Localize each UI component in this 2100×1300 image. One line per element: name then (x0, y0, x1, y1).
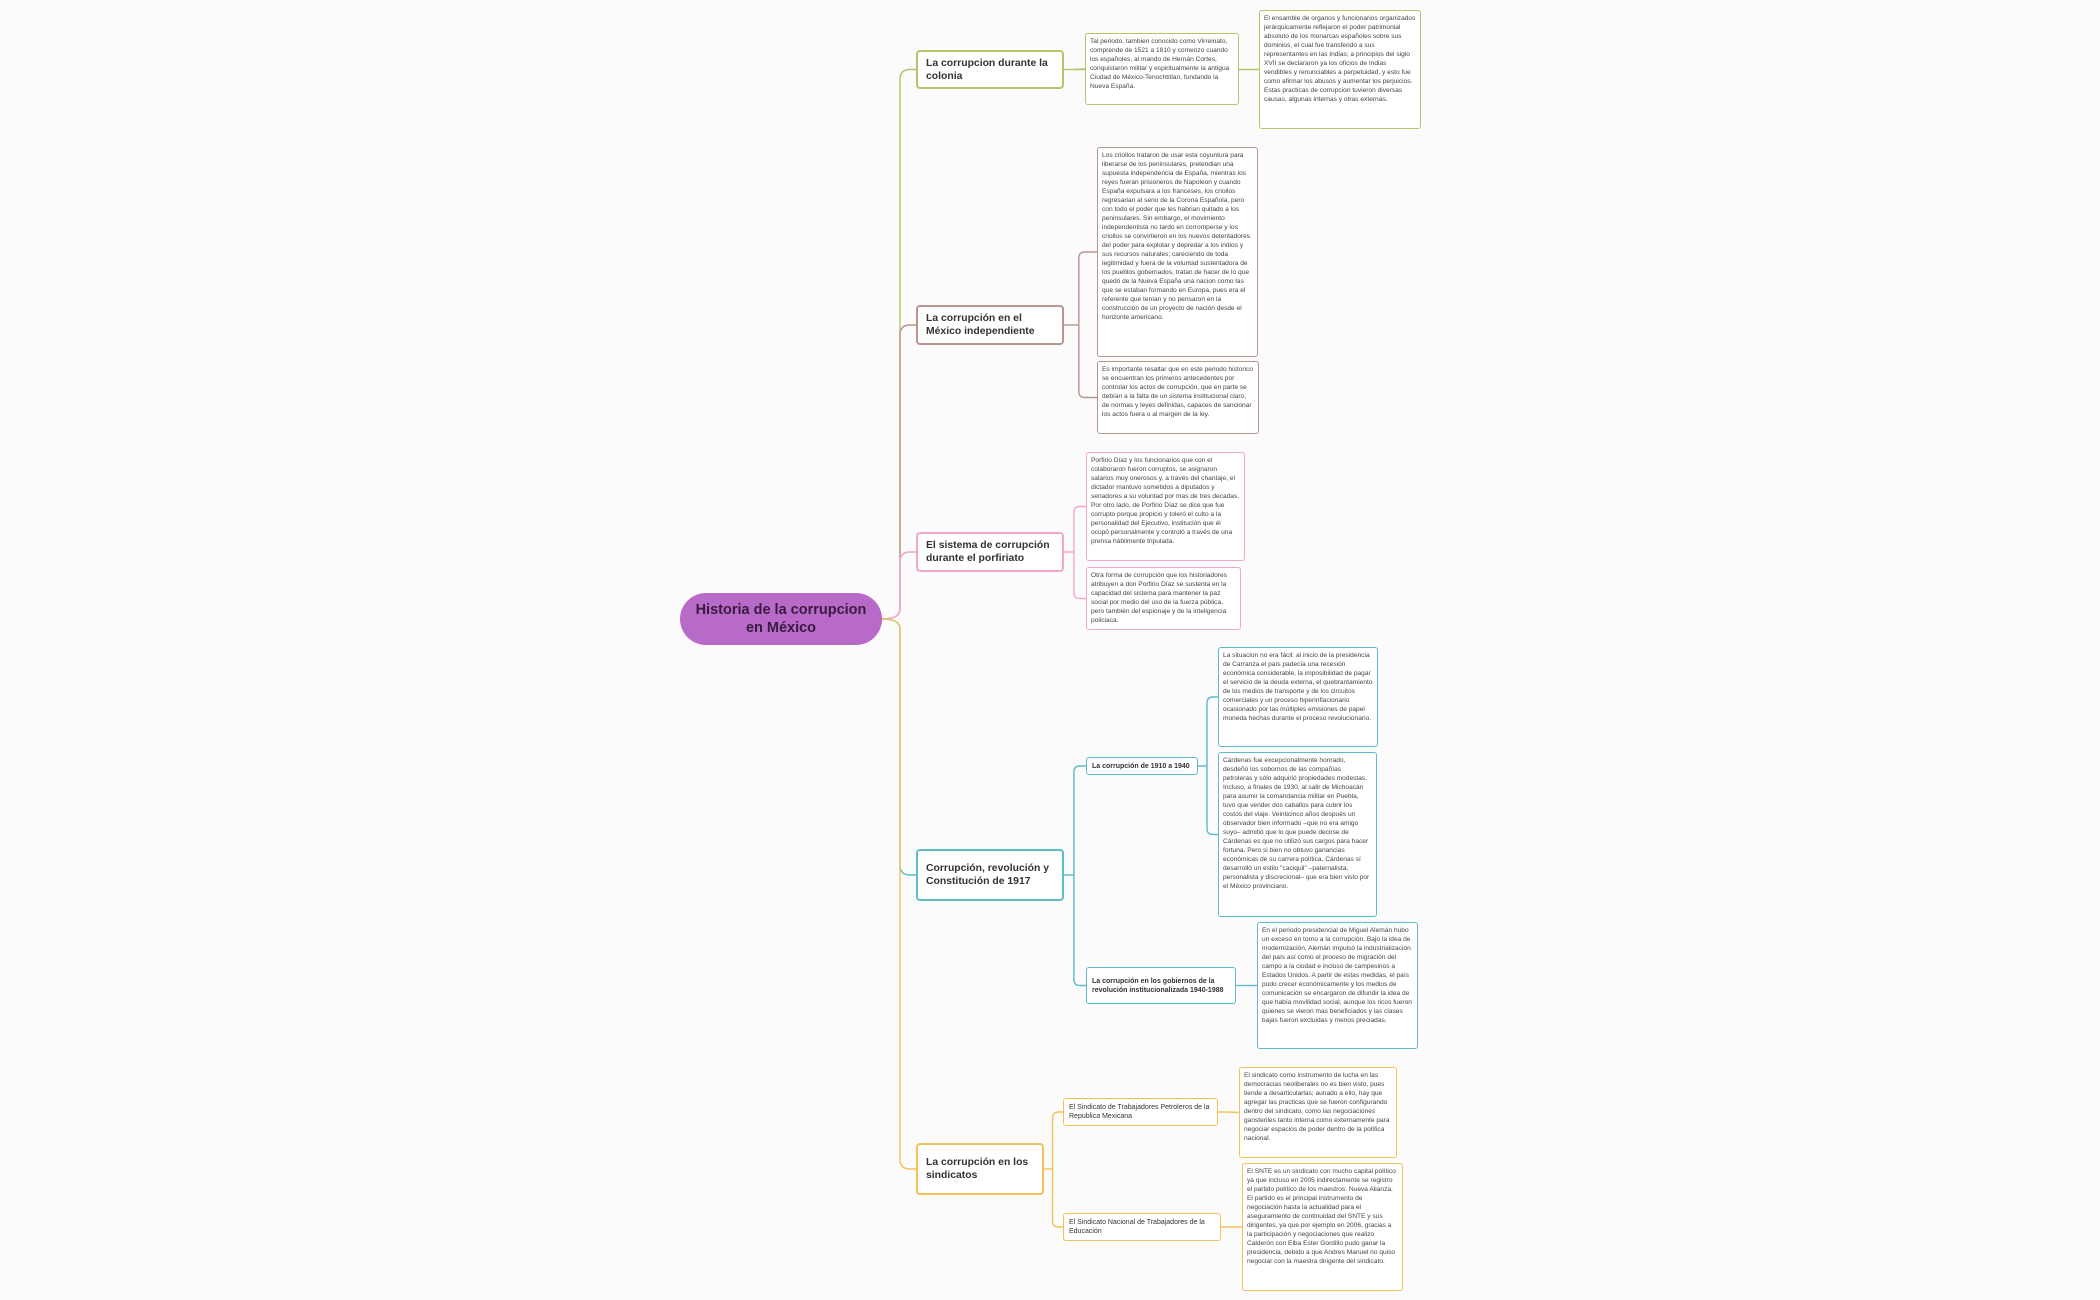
leaf-note[interactable]: El SNTE es un sindicato con mucho capita… (1242, 1163, 1403, 1291)
branch-mexico-independiente[interactable]: La corrupción en el México independiente (916, 305, 1064, 345)
sub-topic-snte[interactable]: El Sindicato Nacional de Trabajadores de… (1063, 1213, 1221, 1241)
branch-colonia[interactable]: La corrupcion durante la colonia (916, 50, 1064, 89)
leaf-note[interactable]: El sindicato como instrumento de lucha e… (1239, 1067, 1397, 1158)
connector-line (1206, 766, 1218, 836)
branch-label: La corrupcion durante la colonia (926, 57, 1048, 82)
sub-topic-petroleros[interactable]: El Sindicato de Trabajadores Petroleros … (1063, 1098, 1218, 1126)
root-topic[interactable]: Historia de la corrupcion en México (680, 593, 882, 645)
connector-line (1073, 505, 1086, 552)
branch-connector (881, 68, 916, 620)
branch-sindicatos[interactable]: La corrupción en los sindicatos (916, 1143, 1044, 1195)
leaf-note[interactable]: Tal periodo, tambien conocido como Virre… (1085, 33, 1239, 105)
branch-label: Corrupción, revolución y Constitución de… (926, 863, 1049, 887)
branch-connector (881, 551, 916, 620)
branch-label: El sistema de corrupción durante el porf… (926, 540, 1050, 564)
leaf-note[interactable]: Es importante resaltar que en este perio… (1097, 361, 1259, 434)
branch-label: La corrupción en los sindicatos (926, 1157, 1029, 1181)
leaf-note[interactable]: Porfirio Díaz y los funcionarios que con… (1086, 452, 1245, 561)
branch-revolucion-1917[interactable]: Corrupción, revolución y Constitución de… (916, 849, 1064, 901)
branch-connector (881, 618, 916, 876)
branch-label: La corrupción en el México independiente (926, 313, 1035, 337)
branch-connector (881, 618, 916, 1170)
leaf-note[interactable]: La situacion no era fácil: al inicio de … (1218, 647, 1378, 747)
leaf-note[interactable]: Cárdenas fue excepcionalmente honrado, d… (1218, 752, 1377, 917)
connector-line (1073, 765, 1086, 875)
branch-connector (881, 324, 916, 620)
branch-porfiriato[interactable]: El sistema de corrupción durante el porf… (916, 532, 1064, 572)
connector-line (1078, 325, 1097, 399)
connector-line (1078, 251, 1097, 325)
connector-line (1206, 696, 1218, 766)
connector-line (1227, 1111, 1240, 1114)
leaf-note[interactable]: Los criollos trataron de usar esta coyun… (1097, 147, 1258, 357)
leaf-note[interactable]: En el periodo presidencial de Miguel Ale… (1257, 922, 1418, 1049)
connector-line (1073, 552, 1086, 600)
leaf-note[interactable]: Otra forma de corrupción que los histori… (1086, 567, 1241, 630)
leaf-note[interactable]: El ensamble de organos y funcionarios or… (1259, 10, 1421, 129)
connector-line (1051, 1111, 1063, 1169)
sub-topic-1910-1940[interactable]: La corrupción de 1910 a 1940 (1086, 757, 1198, 775)
connector-line (1051, 1169, 1063, 1228)
root-title: Historia de la corrupcion en México (695, 602, 867, 636)
sub-topic-1940-1988[interactable]: La corrupción en los gobiernos de la rev… (1086, 967, 1236, 1004)
connector-line (1073, 875, 1086, 987)
